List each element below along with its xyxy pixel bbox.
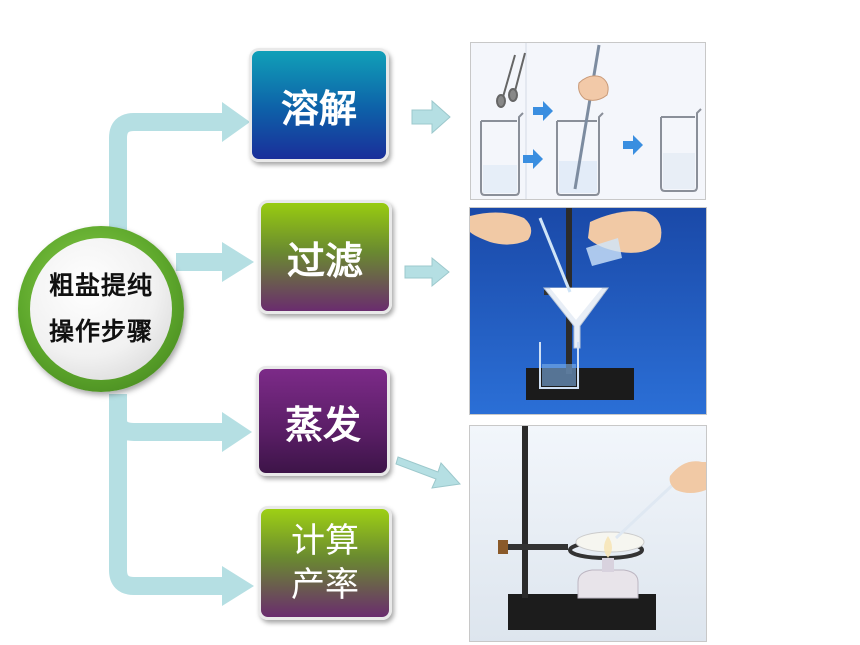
branch-arrow-calculate — [222, 566, 254, 606]
alcohol-lamp-icon — [577, 536, 639, 599]
dissolve-illustration — [470, 42, 706, 200]
step-box-dissolve: 溶解 — [249, 48, 389, 162]
hub-title-line1: 粗盐提纯 — [48, 271, 153, 300]
step-label-filter: 过滤 — [286, 238, 363, 283]
branch-connector-calculate — [109, 420, 224, 595]
branch-arrow-evaporate — [222, 412, 252, 452]
step-arrow-filter — [404, 256, 450, 288]
iron-stand-icon — [498, 426, 656, 630]
beaker-icon — [539, 342, 579, 389]
beaker-icon — [556, 112, 604, 196]
step-box-evaporate: 蒸发 — [256, 366, 390, 476]
step-label-evaporate: 蒸发 — [284, 402, 361, 447]
filtration-photo — [469, 207, 707, 415]
hub-circle: 粗盐提纯 操作步骤 — [18, 226, 184, 392]
step-arrow-dissolve — [411, 99, 451, 135]
hub-title-line2: 操作步骤 — [48, 317, 153, 346]
glass-rod-icon — [573, 44, 601, 190]
hub-label-area: 粗盐提纯 操作步骤 — [30, 238, 172, 380]
hand-icon — [669, 461, 706, 493]
step-label-calculate-line2: 产率 — [291, 565, 359, 605]
glass-rod-icon — [538, 217, 572, 293]
branch-connector-dissolve — [109, 113, 224, 232]
evaporation-photo — [469, 425, 707, 642]
hand-icon — [578, 75, 609, 101]
branch-connector-evaporate — [109, 394, 224, 441]
beaker-icon — [480, 112, 524, 196]
step-label-dissolve: 溶解 — [280, 86, 357, 131]
beaker-icon — [660, 108, 702, 192]
step-box-filter: 过滤 — [258, 200, 392, 314]
spoon-icon — [496, 52, 526, 108]
branch-arrow-filter — [222, 242, 254, 282]
hand-icon — [470, 212, 532, 245]
step-box-calculate: 计算 产率 — [258, 506, 392, 620]
funnel-icon — [542, 287, 609, 349]
glass-rod-icon — [614, 476, 682, 540]
branch-arrow-dissolve — [222, 102, 250, 142]
step-arrow-evaporate — [395, 456, 462, 489]
step-label-calculate-line1: 计算 — [291, 521, 359, 561]
